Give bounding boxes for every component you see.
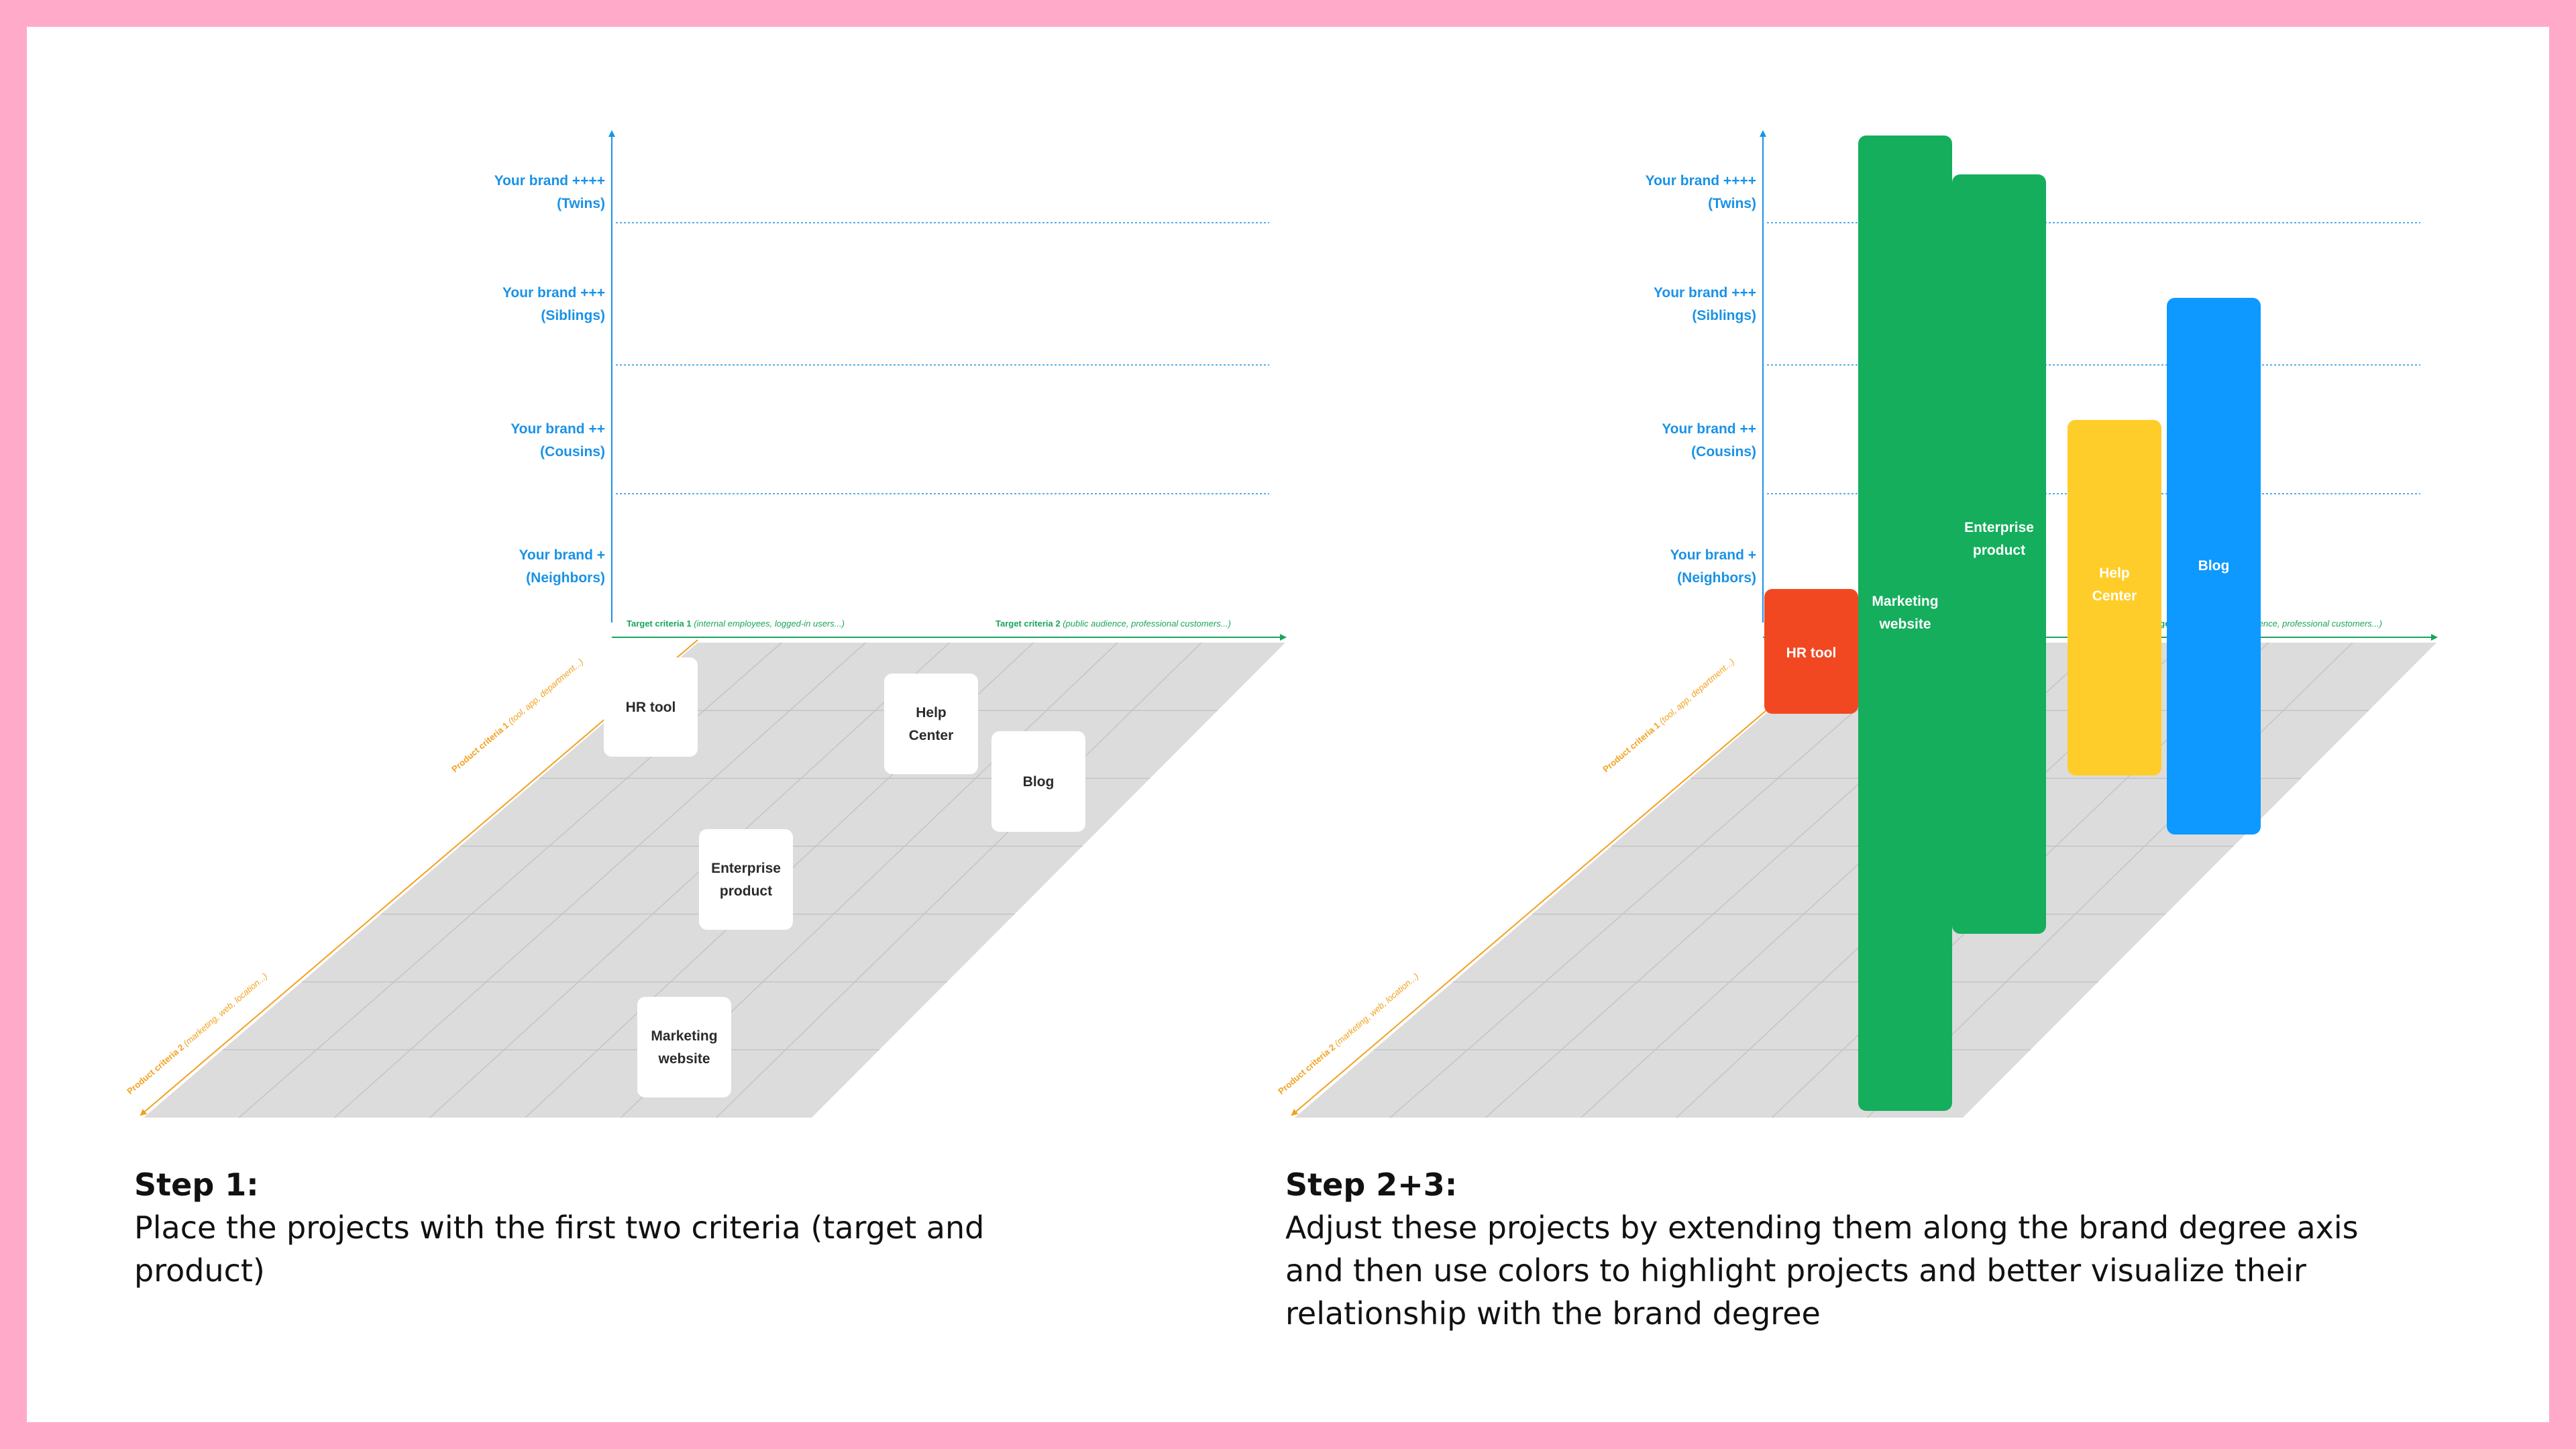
panel2-floor-grid-col <box>1389 642 1933 1118</box>
panel1-brand-level-sublabel: (Twins) <box>557 196 605 211</box>
panel2-brand-level-sublabel: (Twins) <box>1708 196 1756 211</box>
panel1-floor-grid-col <box>334 642 866 1118</box>
caption-step-2-3-line-3: relationship with the brand degree <box>1285 1295 1821 1332</box>
panel2-brand-level-label: Your brand ++ <box>1662 421 1756 437</box>
panel2-brand-level-sublabel: (Cousins) <box>1691 444 1756 460</box>
panel2-brand-level-sublabel: (Siblings) <box>1692 308 1756 323</box>
slide-frame: Your brand ++++ (Twins) Your brand +++ (Sib… <box>27 27 2549 1422</box>
panel1-floor-grid-col <box>716 642 1202 1118</box>
panel2-bar-label-hr-tool: HR tool <box>1786 645 1837 661</box>
panel1-chart: Your brand ++++ (Twins) Your brand +++ (Sib… <box>125 130 1287 1118</box>
panel1-brand-level-label: Your brand ++ <box>511 421 605 437</box>
panel2-bar-label-help-center: Help <box>2099 566 2130 581</box>
panel2-bar-enterprise-product <box>1952 174 2046 934</box>
panel2-brand-level-sublabel: (Neighbors) <box>1677 570 1756 586</box>
caption-step-2-3: Step 2+3: Adjust these projects by exten… <box>1285 1163 2533 1335</box>
panel1-card-label-help-center: Center <box>909 728 954 743</box>
panel1-card-marketing-website <box>637 997 731 1097</box>
caption-step-1-title: Step 1: <box>134 1167 259 1203</box>
caption-step-2-3-line-2: and then use colors to highlight project… <box>1285 1252 2306 1289</box>
panel2-brand-level-label: Your brand ++++ <box>1646 173 1756 189</box>
panel1-card-label-marketing-website: website <box>657 1051 710 1067</box>
caption-step-1-line-2: product) <box>134 1252 265 1289</box>
panel1-card-label-blog: Blog <box>1023 774 1055 790</box>
panel1-card-label-help-center: Help <box>916 705 947 720</box>
panel1-card-label-marketing-website: Marketing <box>651 1028 717 1044</box>
panel2-product-axis <box>1291 639 1849 1116</box>
caption-step-1: Step 1: Place the projects with the firs… <box>134 1163 1181 1292</box>
panel1-brand-level-sublabel: (Siblings) <box>541 308 605 323</box>
panel1-card-enterprise-product <box>699 829 793 930</box>
panel2-brand-level-label: Your brand + <box>1670 547 1756 563</box>
panel2-chart: Your brand ++++ (Twins) Your brand +++ (Sib… <box>1276 130 2438 1118</box>
panel1-brand-level-sublabel: (Neighbors) <box>526 570 605 586</box>
panel1-card-hr-tool <box>604 657 698 757</box>
panel1-brand-level-label: Your brand + <box>519 547 605 563</box>
panel1-brand-level-sublabel: (Cousins) <box>540 444 605 460</box>
panel2-bar-label-marketing-website: website <box>1878 616 1931 632</box>
panel2-brand-level-label: Your brand +++ <box>1654 285 1756 301</box>
caption-step-2-3-title: Step 2+3: <box>1285 1167 1458 1203</box>
panel1-card-label-hr-tool: HR tool <box>626 700 676 715</box>
diagram-canvas: Your brand ++++ (Twins) Your brand +++ (Sib… <box>125 130 2438 1118</box>
panel2-bar-label-marketing-website: Marketing <box>1872 594 1938 609</box>
panel2-bar-label-help-center: Center <box>2092 588 2137 604</box>
caption-step-2-3-line-1: Adjust these projects by extending them … <box>1285 1210 2359 1246</box>
panel1-card-label-enterprise-product: Enterprise <box>711 861 781 876</box>
panel1-brand-level-label: Your brand ++++ <box>494 173 605 189</box>
panel1-target-criteria-1-label: Target criteria 1 (internal employees, l… <box>627 619 845 629</box>
panel2-bar-label-enterprise-product: Enterprise <box>1964 520 2034 535</box>
panel1-floor-grid-col <box>429 642 950 1118</box>
panel2-bar-help-center <box>2068 420 2161 775</box>
panel1-brand-level-label: Your brand +++ <box>502 285 605 301</box>
panel1-card-label-enterprise-product: product <box>720 883 772 899</box>
panel2-bar-label-blog: Blog <box>2198 558 2230 574</box>
panel1-card-blog <box>991 731 1085 832</box>
panel2-bar-label-enterprise-product: product <box>1973 543 2025 558</box>
caption-step-1-line-1: Place the projects with the first two cr… <box>134 1210 985 1246</box>
panel1-card-help-center <box>884 674 978 774</box>
panel1-target-criteria-2-label: Target criteria 2 (public audience, prof… <box>996 619 1231 629</box>
panel2-bar-hr-tool <box>1764 589 1858 714</box>
panel2-bar-marketing-website <box>1858 136 1952 1111</box>
panel2-bar-blog <box>2167 298 2261 835</box>
